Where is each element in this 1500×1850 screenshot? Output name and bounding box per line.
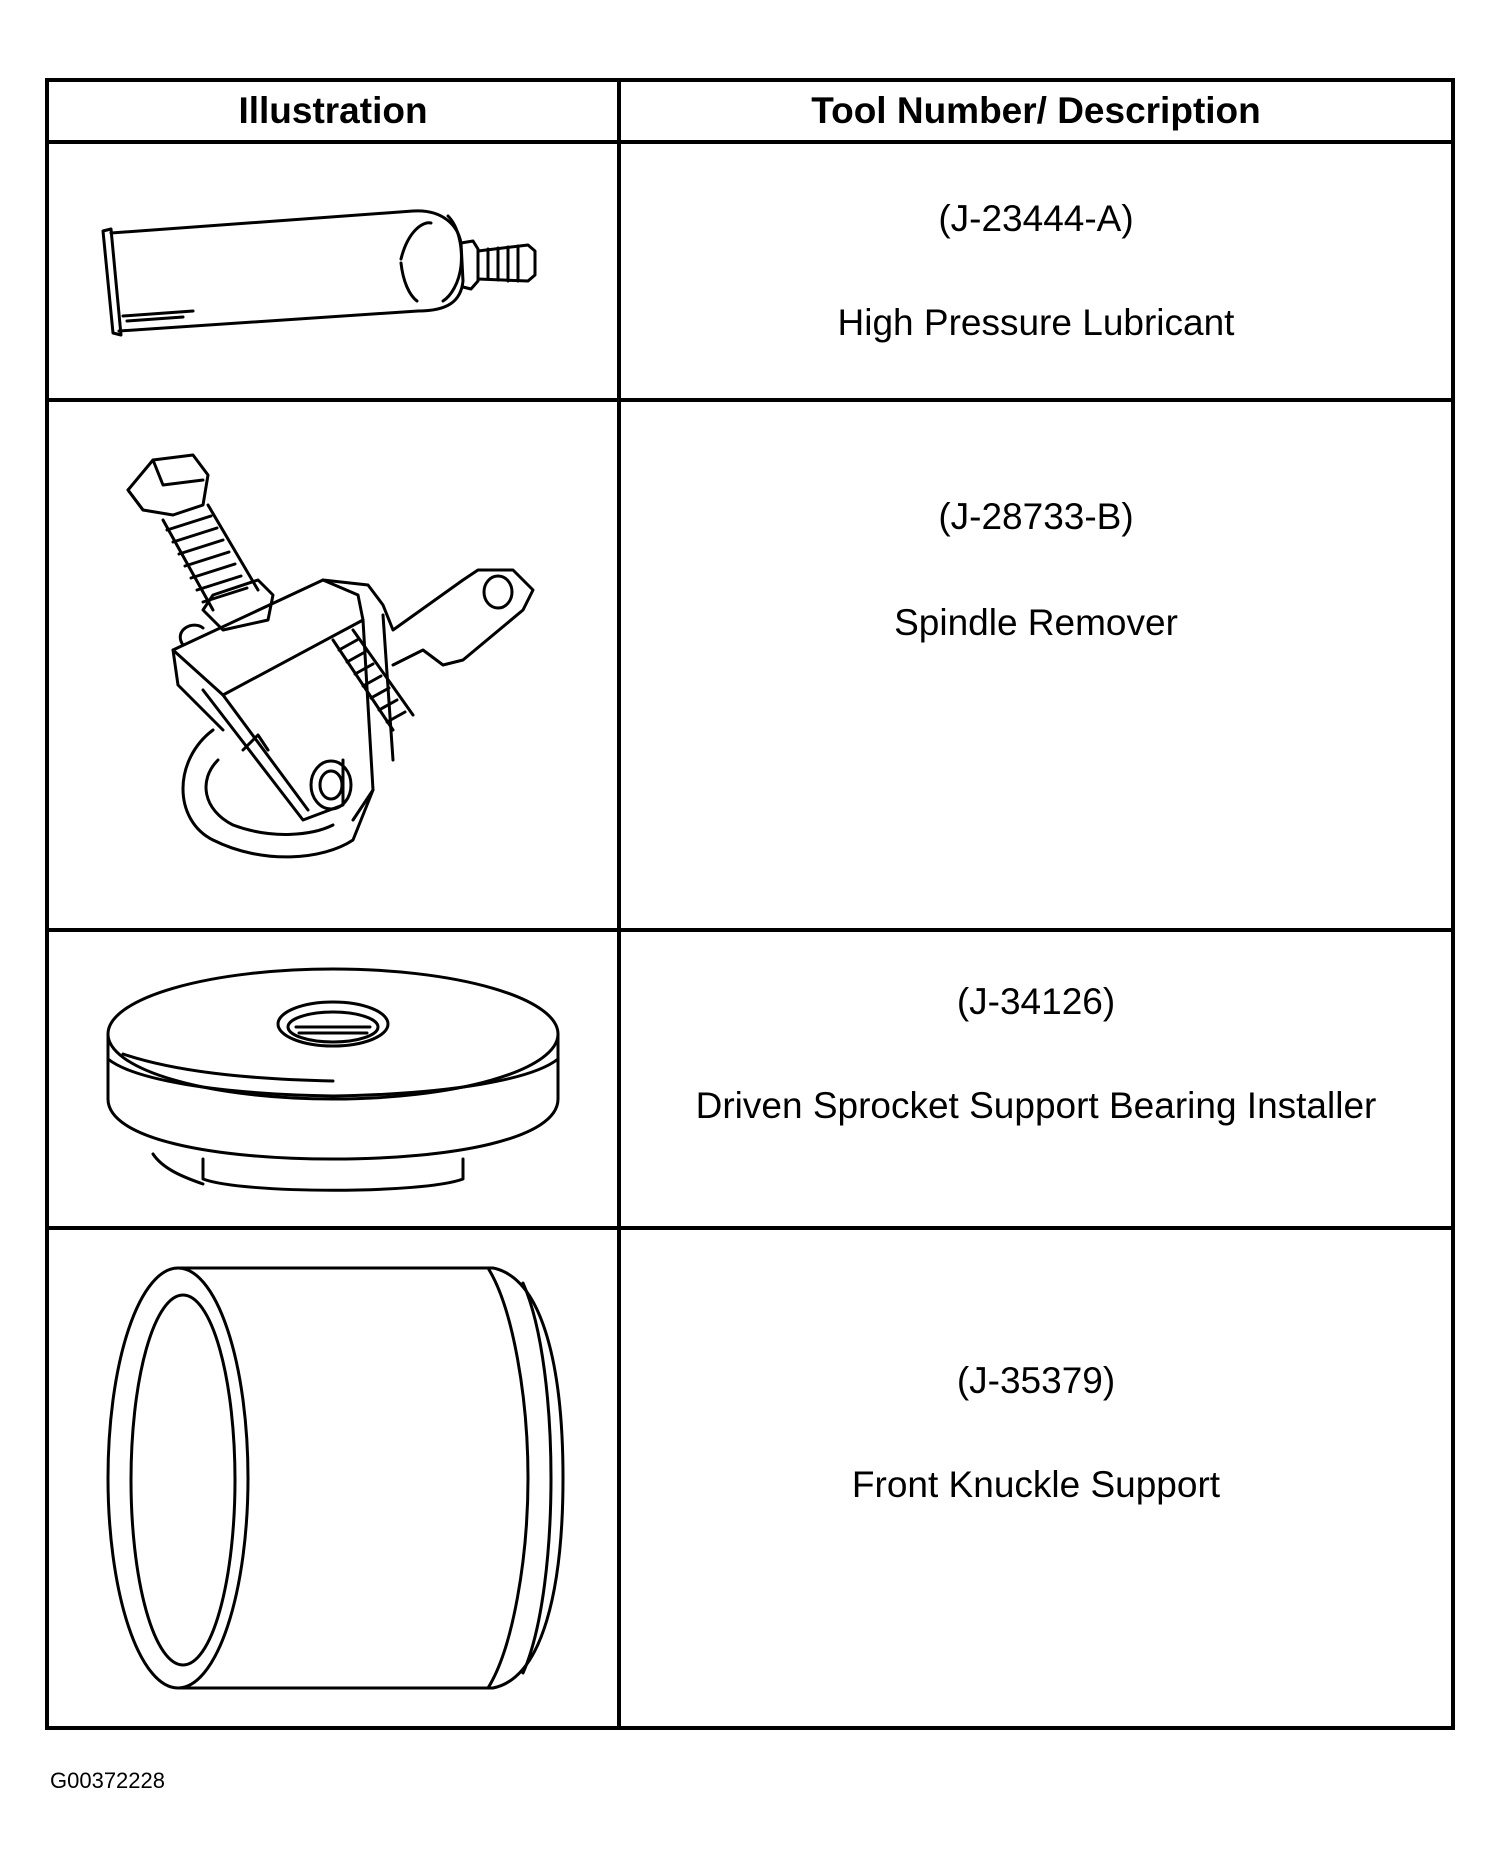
table-row: (J-28733-B) Spindle Remover: [45, 398, 1455, 932]
special-tools-table: Illustration Tool Number/ Description: [45, 78, 1455, 1730]
illustration-cell: [45, 140, 621, 402]
illustration-cell: [45, 398, 621, 932]
spindle-remover-icon: [93, 430, 573, 900]
table-row: (J-23444-A) High Pressure Lubricant: [45, 140, 1455, 402]
tool-description-cell: (J-35379) Front Knuckle Support: [617, 1226, 1455, 1730]
tool-description: Front Knuckle Support: [851, 1464, 1221, 1505]
tool-description-header: Tool Number/ Description: [617, 78, 1455, 144]
table-header-row: Illustration Tool Number/ Description: [45, 78, 1455, 144]
tool-description: Spindle Remover: [894, 602, 1178, 643]
tool-description-cell: (J-23444-A) High Pressure Lubricant: [617, 140, 1455, 402]
tool-number: (J-23444-A): [938, 197, 1134, 239]
table-row: (J-35379) Front Knuckle Support: [45, 1226, 1455, 1730]
tool-number: (J-35379): [956, 1359, 1116, 1401]
tool-description: Driven Sprocket Support Bearing Installe…: [695, 1085, 1377, 1126]
lubricant-tube-icon: [83, 171, 583, 371]
table-row: (J-34126) Driven Sprocket Support Bearin…: [45, 928, 1455, 1230]
tool-description-cell: (J-34126) Driven Sprocket Support Bearin…: [617, 928, 1455, 1230]
figure-id: G00372228: [50, 1768, 165, 1793]
bearing-installer-icon: [93, 959, 573, 1199]
illustration-cell: [45, 928, 621, 1230]
tool-description-cell: (J-28733-B) Spindle Remover: [617, 398, 1455, 932]
illustration-header: Illustration: [45, 78, 621, 144]
knuckle-support-icon: [83, 1248, 583, 1708]
tool-number: (J-34126): [956, 980, 1116, 1022]
tool-description: High Pressure Lubricant: [837, 302, 1235, 343]
tool-number: (J-28733-B): [938, 495, 1134, 537]
illustration-cell: [45, 1226, 621, 1730]
